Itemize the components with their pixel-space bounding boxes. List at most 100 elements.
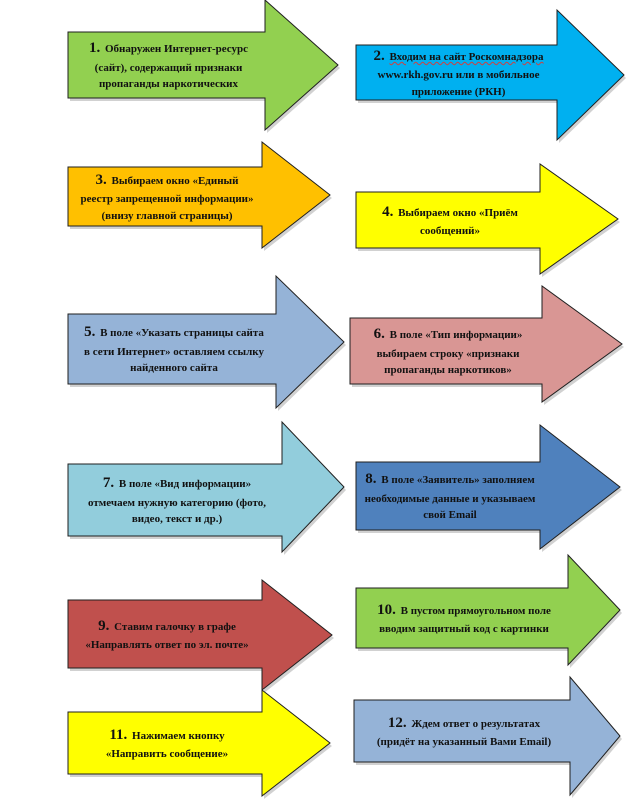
step-11-number: 11.	[109, 726, 128, 743]
step-12-line-1: 12. Ждем ответ о результатах	[388, 712, 540, 735]
step-4-line-1: 4. Выбираем окно «Приём	[382, 201, 518, 224]
step-9-arrow-body	[67, 578, 333, 692]
step-8-arrow-shape	[355, 423, 622, 552]
step-2-line-1: 2. Входим на сайт Роскомнадзора	[373, 45, 543, 68]
step-9-line-1: 9. Ставим галочку в графе	[98, 615, 236, 638]
step-10-arrow-shape	[355, 553, 622, 668]
step-12-arrow-shape	[353, 675, 622, 798]
step-6-text-1: В поле «Тип информации»	[389, 329, 523, 342]
step-6-arrow-body	[349, 285, 623, 403]
step-1-line-3: пропаганды наркотических	[99, 76, 238, 93]
step-11-label: 11. Нажимаем кнопку«Направить сообщение»	[68, 712, 266, 774]
step-7-label: 7. В поле «Вид информации»отмечаем нужну…	[68, 464, 286, 536]
step-7-line-3: видео, текст и др.)	[132, 511, 222, 528]
step-2-line-2: www.rkh.gov.ru или в мобильное	[378, 67, 540, 84]
step-6-number: 6.	[373, 326, 385, 343]
step-1-arrow: 1. Обнаружен Интернет-ресурс(сайт), соде…	[67, 0, 340, 133]
step-6-line-3: пропаганды наркотиков»	[384, 362, 512, 379]
step-1-number: 1.	[89, 40, 101, 57]
step-11-text-2: «Направить сообщение»	[105, 748, 229, 760]
step-12-arrow: 12. Ждем ответ о результатах(придёт на у…	[353, 675, 622, 798]
step-10-number: 10.	[377, 601, 396, 618]
step-11-arrow-shape	[67, 688, 332, 799]
step-11-arrow: 11. Нажимаем кнопку«Направить сообщение»	[67, 688, 332, 799]
step-10-arrow-body	[355, 553, 621, 667]
step-3-arrow-shape	[67, 140, 332, 251]
step-9-number: 9.	[98, 617, 110, 634]
step-6-label: 6. В поле «Тип информации»выбираем строк…	[350, 318, 546, 384]
step-12-text-1: Ждем ответ о результатах	[411, 717, 541, 730]
step-1-text-1: Обнаружен Интернет-ресурс	[105, 43, 248, 56]
step-1-line-2: (сайт), содержащий признаки	[95, 60, 243, 77]
step-3-line-1: 3. Выбираем окно «Единый	[96, 169, 239, 192]
step-4-arrow-body	[355, 163, 619, 275]
step-7-arrow-body	[67, 420, 345, 554]
step-6-text-2: выбираем строку «признаки	[376, 347, 520, 360]
step-1-arrow-body	[67, 0, 339, 132]
step-4-arrow-shape	[355, 163, 620, 277]
step-2-number: 2.	[373, 47, 385, 64]
step-9-label: 9. Ставим галочку в графе«Направлять отв…	[68, 600, 266, 668]
step-2-arrow-body	[355, 8, 625, 142]
step-7-text-1: В поле «Вид информации»	[118, 478, 252, 491]
step-8-line-3: свой Email	[423, 507, 476, 524]
step-10-text-2: вводим защитный код с картинки	[379, 623, 549, 635]
step-8-line-2: необходимые данные и указываем	[365, 491, 536, 508]
step-5-arrow-shape	[67, 274, 346, 411]
step-5-line-2: в сети Интернет» оставляем ссылку	[84, 344, 264, 361]
step-7-arrow: 7. В поле «Вид информации»отмечаем нужну…	[67, 420, 346, 555]
step-9-arrow: 9. Ставим галочку в графе«Направлять отв…	[67, 578, 334, 693]
step-7-text-2: отмечаем нужную категорию (фото,	[88, 496, 266, 509]
step-8-text-3: свой Email	[423, 509, 477, 522]
step-11-arrow-body	[67, 688, 331, 798]
step-11-line-1: 11. Нажимаем кнопку	[109, 724, 224, 747]
step-3-line-2: реестр запрещенной информации»	[80, 191, 253, 208]
step-11-line-2: «Направить сообщение»	[106, 746, 228, 763]
step-2-text-1: Входим на сайт Роскомнадзора	[389, 50, 544, 63]
step-1-text-2: (сайт), содержащий признаки	[94, 61, 243, 74]
step-1-line-1: 1. Обнаружен Интернет-ресурс	[89, 37, 248, 60]
step-8-text-2: необходимые данные и указываем	[364, 492, 536, 505]
step-4-line-2: сообщений»	[420, 223, 480, 240]
step-2-line-3: приложение (РКН)	[412, 84, 506, 101]
step-4-number: 4.	[382, 203, 394, 220]
step-9-text-1: Ставим галочку в графе	[114, 620, 236, 633]
step-7-text-3: видео, текст и др.)	[131, 513, 223, 526]
step-12-line-2: (придёт на указанный Вами Email)	[377, 734, 551, 751]
step-7-arrow-shape	[67, 420, 346, 555]
step-6-line-1: 6. В поле «Тип информации»	[374, 323, 523, 346]
step-10-line-1: 10. В пустом прямоугольном поле	[377, 599, 551, 622]
step-3-text-3: (внизу главной страницы)	[101, 209, 233, 222]
step-3-arrow-body	[67, 140, 331, 250]
step-1-text-3: пропаганды наркотических	[98, 78, 239, 91]
step-6-text-3: пропаганды наркотиков»	[384, 364, 512, 377]
step-3-number: 3.	[95, 171, 107, 188]
step-7-line-1: 7. В поле «Вид информации»	[103, 472, 251, 495]
step-1-arrow-shape	[67, 0, 340, 133]
step-3-text-2: реестр запрещенной информации»	[80, 193, 254, 206]
step-12-label: 12. Ждем ответ о результатах(придёт на у…	[354, 700, 574, 762]
step-3-line-3: (внизу главной страницы)	[102, 208, 233, 225]
step-2-text-3: приложение (РКН)	[411, 85, 506, 98]
step-4-text-2: сообщений»	[419, 225, 481, 237]
step-5-line-1: 5. В поле «Указать страницы сайта	[84, 321, 264, 344]
step-12-text-2: (придёт на указанный Вами Email)	[376, 736, 552, 748]
step-10-line-2: вводим защитный код с картинки	[379, 621, 549, 638]
step-5-line-3: найденного сайта	[130, 360, 218, 377]
step-2-arrow-shape	[355, 8, 626, 143]
step-5-text-1: В поле «Указать страницы сайта	[100, 327, 264, 340]
step-8-arrow-body	[355, 423, 621, 551]
step-12-number: 12.	[387, 714, 407, 731]
step-1-label: 1. Обнаружен Интернет-ресурс(сайт), соде…	[68, 32, 269, 98]
step-9-arrow-shape	[67, 578, 334, 693]
step-8-text-1: В поле «Заявитель» заполняем	[381, 474, 535, 487]
step-7-number: 7.	[102, 475, 115, 492]
